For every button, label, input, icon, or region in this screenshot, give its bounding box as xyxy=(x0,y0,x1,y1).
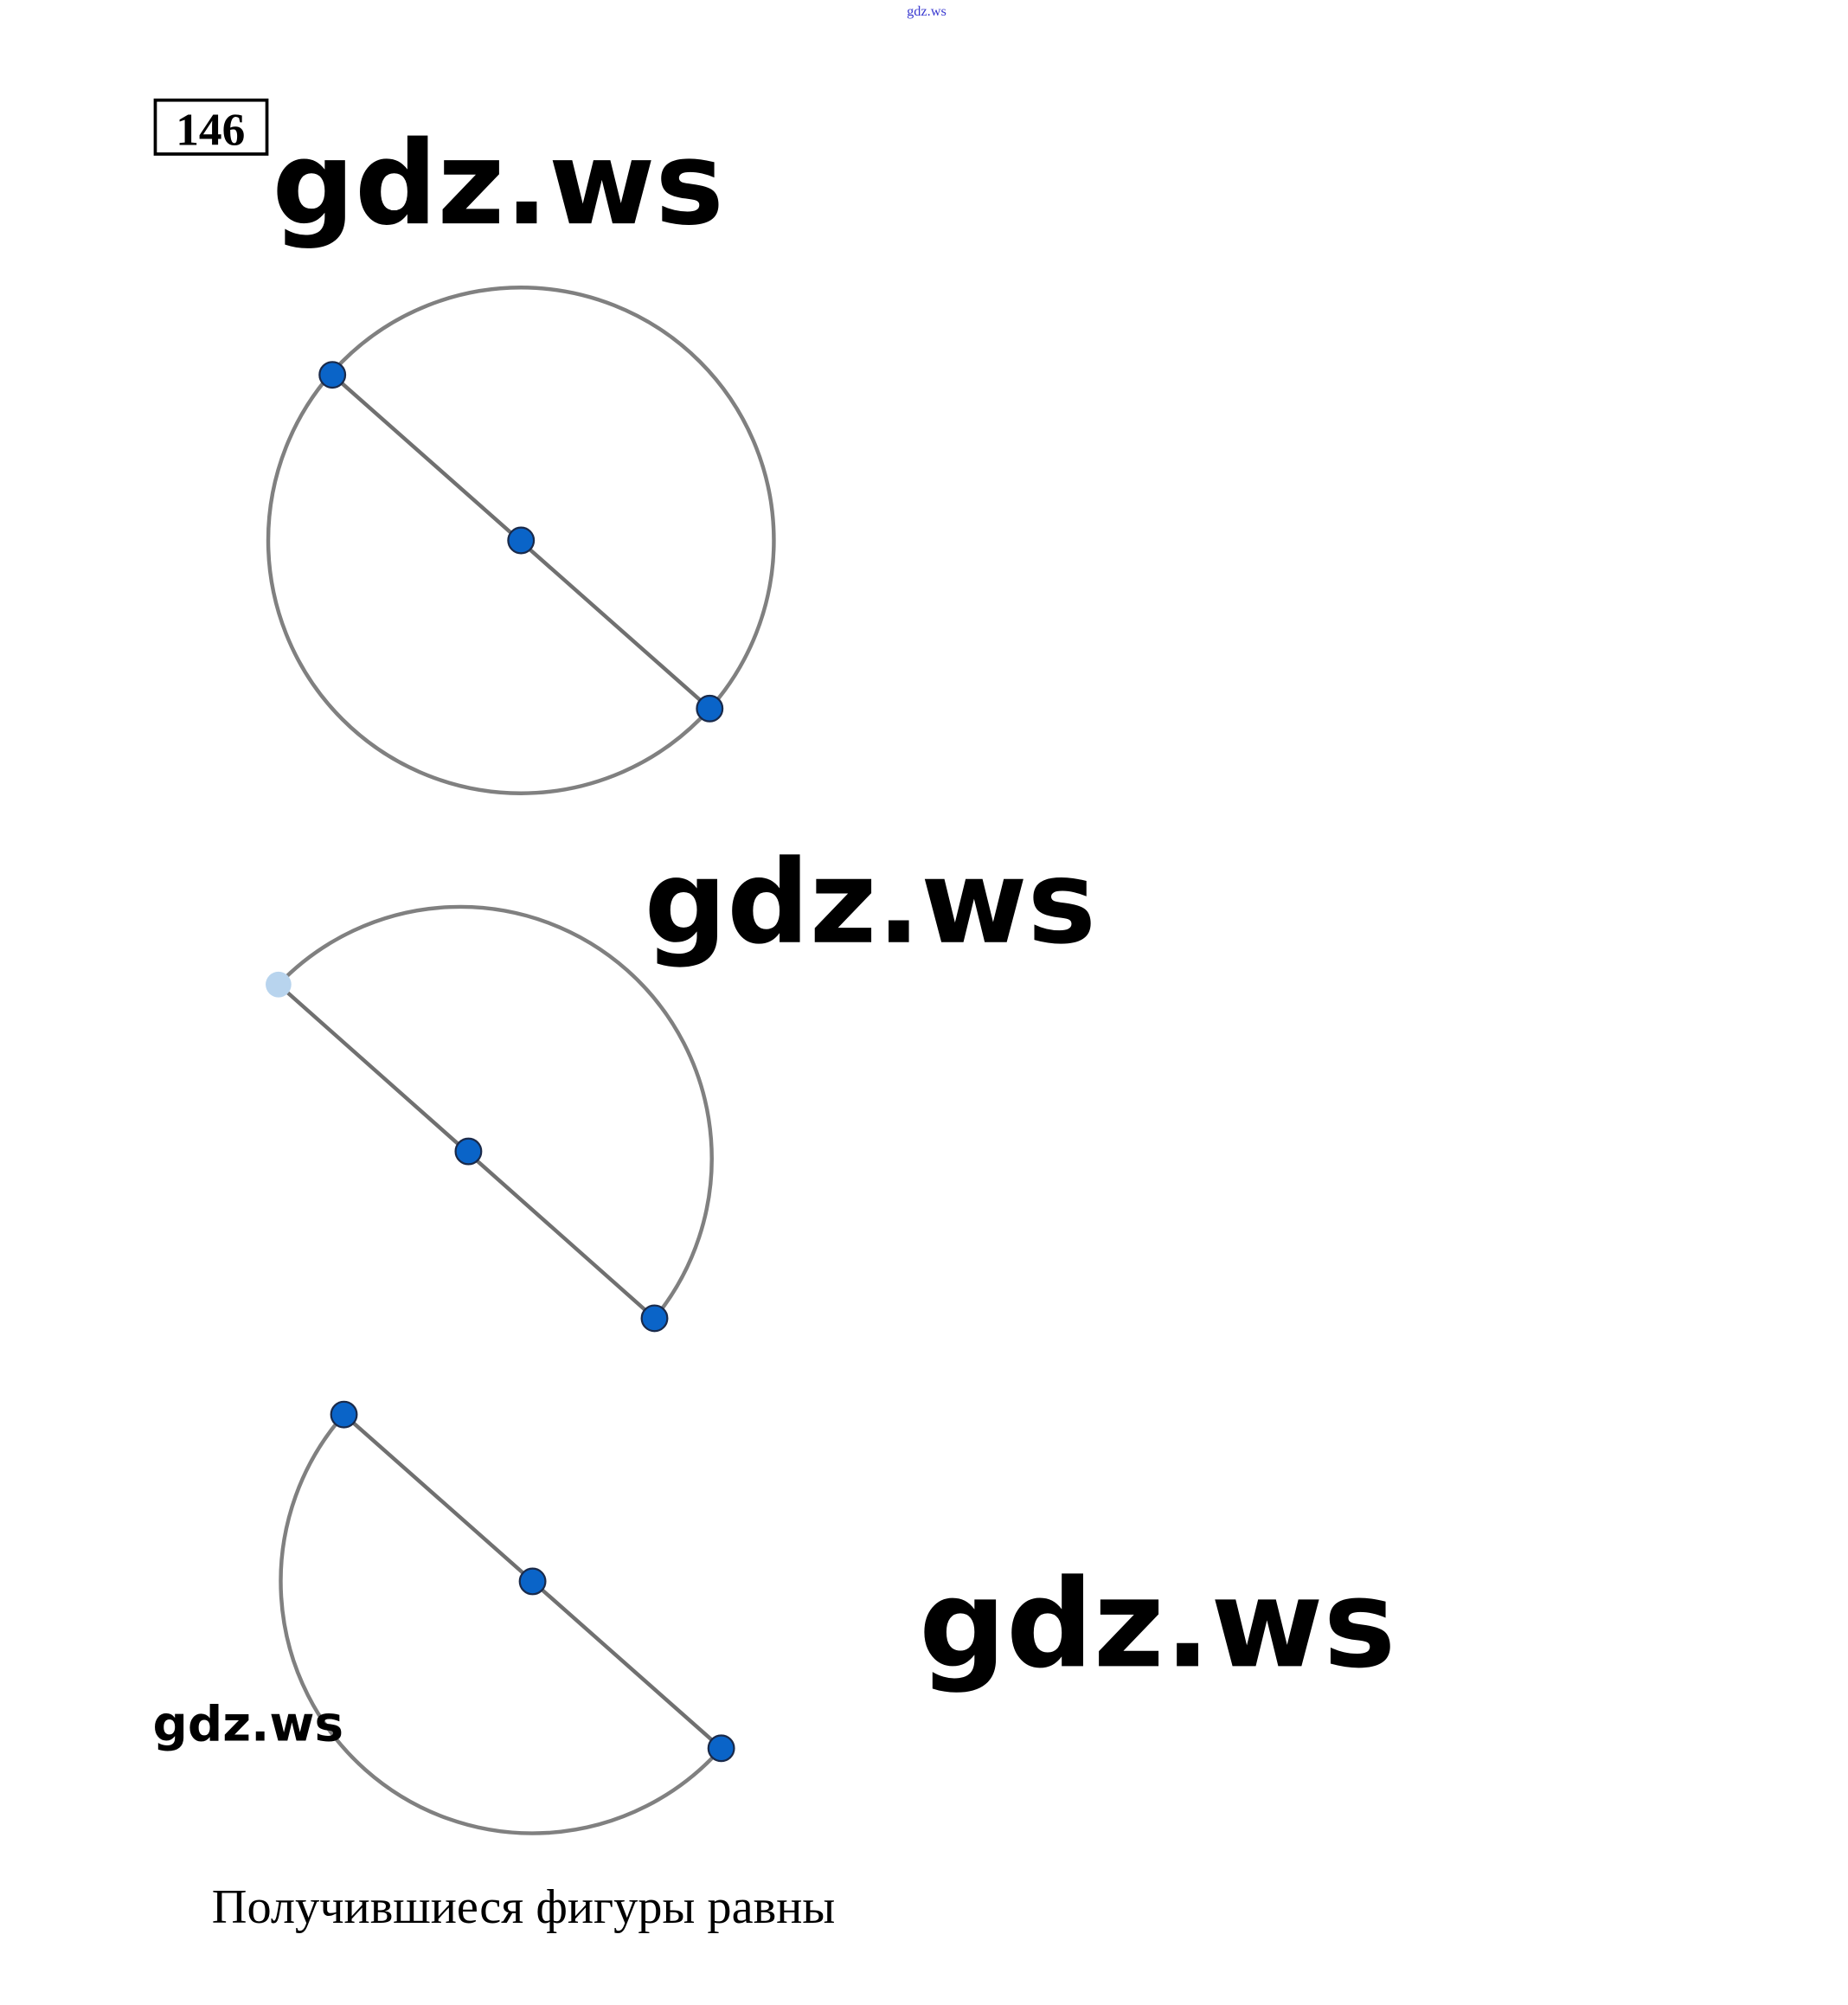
point-endpoint-faded xyxy=(266,971,292,998)
point-endpoint xyxy=(318,361,347,389)
point-endpoint xyxy=(330,1400,358,1429)
point-endpoint xyxy=(640,1304,669,1333)
watermark-3: gdz.ws xyxy=(919,1553,1396,1695)
problem-number-box xyxy=(153,98,269,156)
point-endpoint xyxy=(696,694,724,723)
figure-semicircle-lower xyxy=(279,1400,735,1835)
watermark-2: gdz.ws xyxy=(645,836,1096,970)
problem-number: 146 xyxy=(176,104,245,156)
circle xyxy=(266,286,776,795)
point-center xyxy=(518,1567,547,1596)
point-endpoint xyxy=(707,1734,735,1763)
top-watermark: gdz.ws xyxy=(907,3,946,19)
figure-semicircle-upper xyxy=(266,904,714,1333)
point-center xyxy=(507,526,536,555)
semicircle-arc xyxy=(279,1413,723,1835)
conclusion-text: Получившиеся фигуры равны xyxy=(212,1880,836,1934)
figure-full-circle xyxy=(266,286,776,795)
watermark-1: gdz.ws xyxy=(272,117,723,251)
semicircle-arc xyxy=(277,904,714,1320)
watermark-4: gdz.ws xyxy=(153,1696,344,1752)
point-center xyxy=(454,1137,483,1166)
